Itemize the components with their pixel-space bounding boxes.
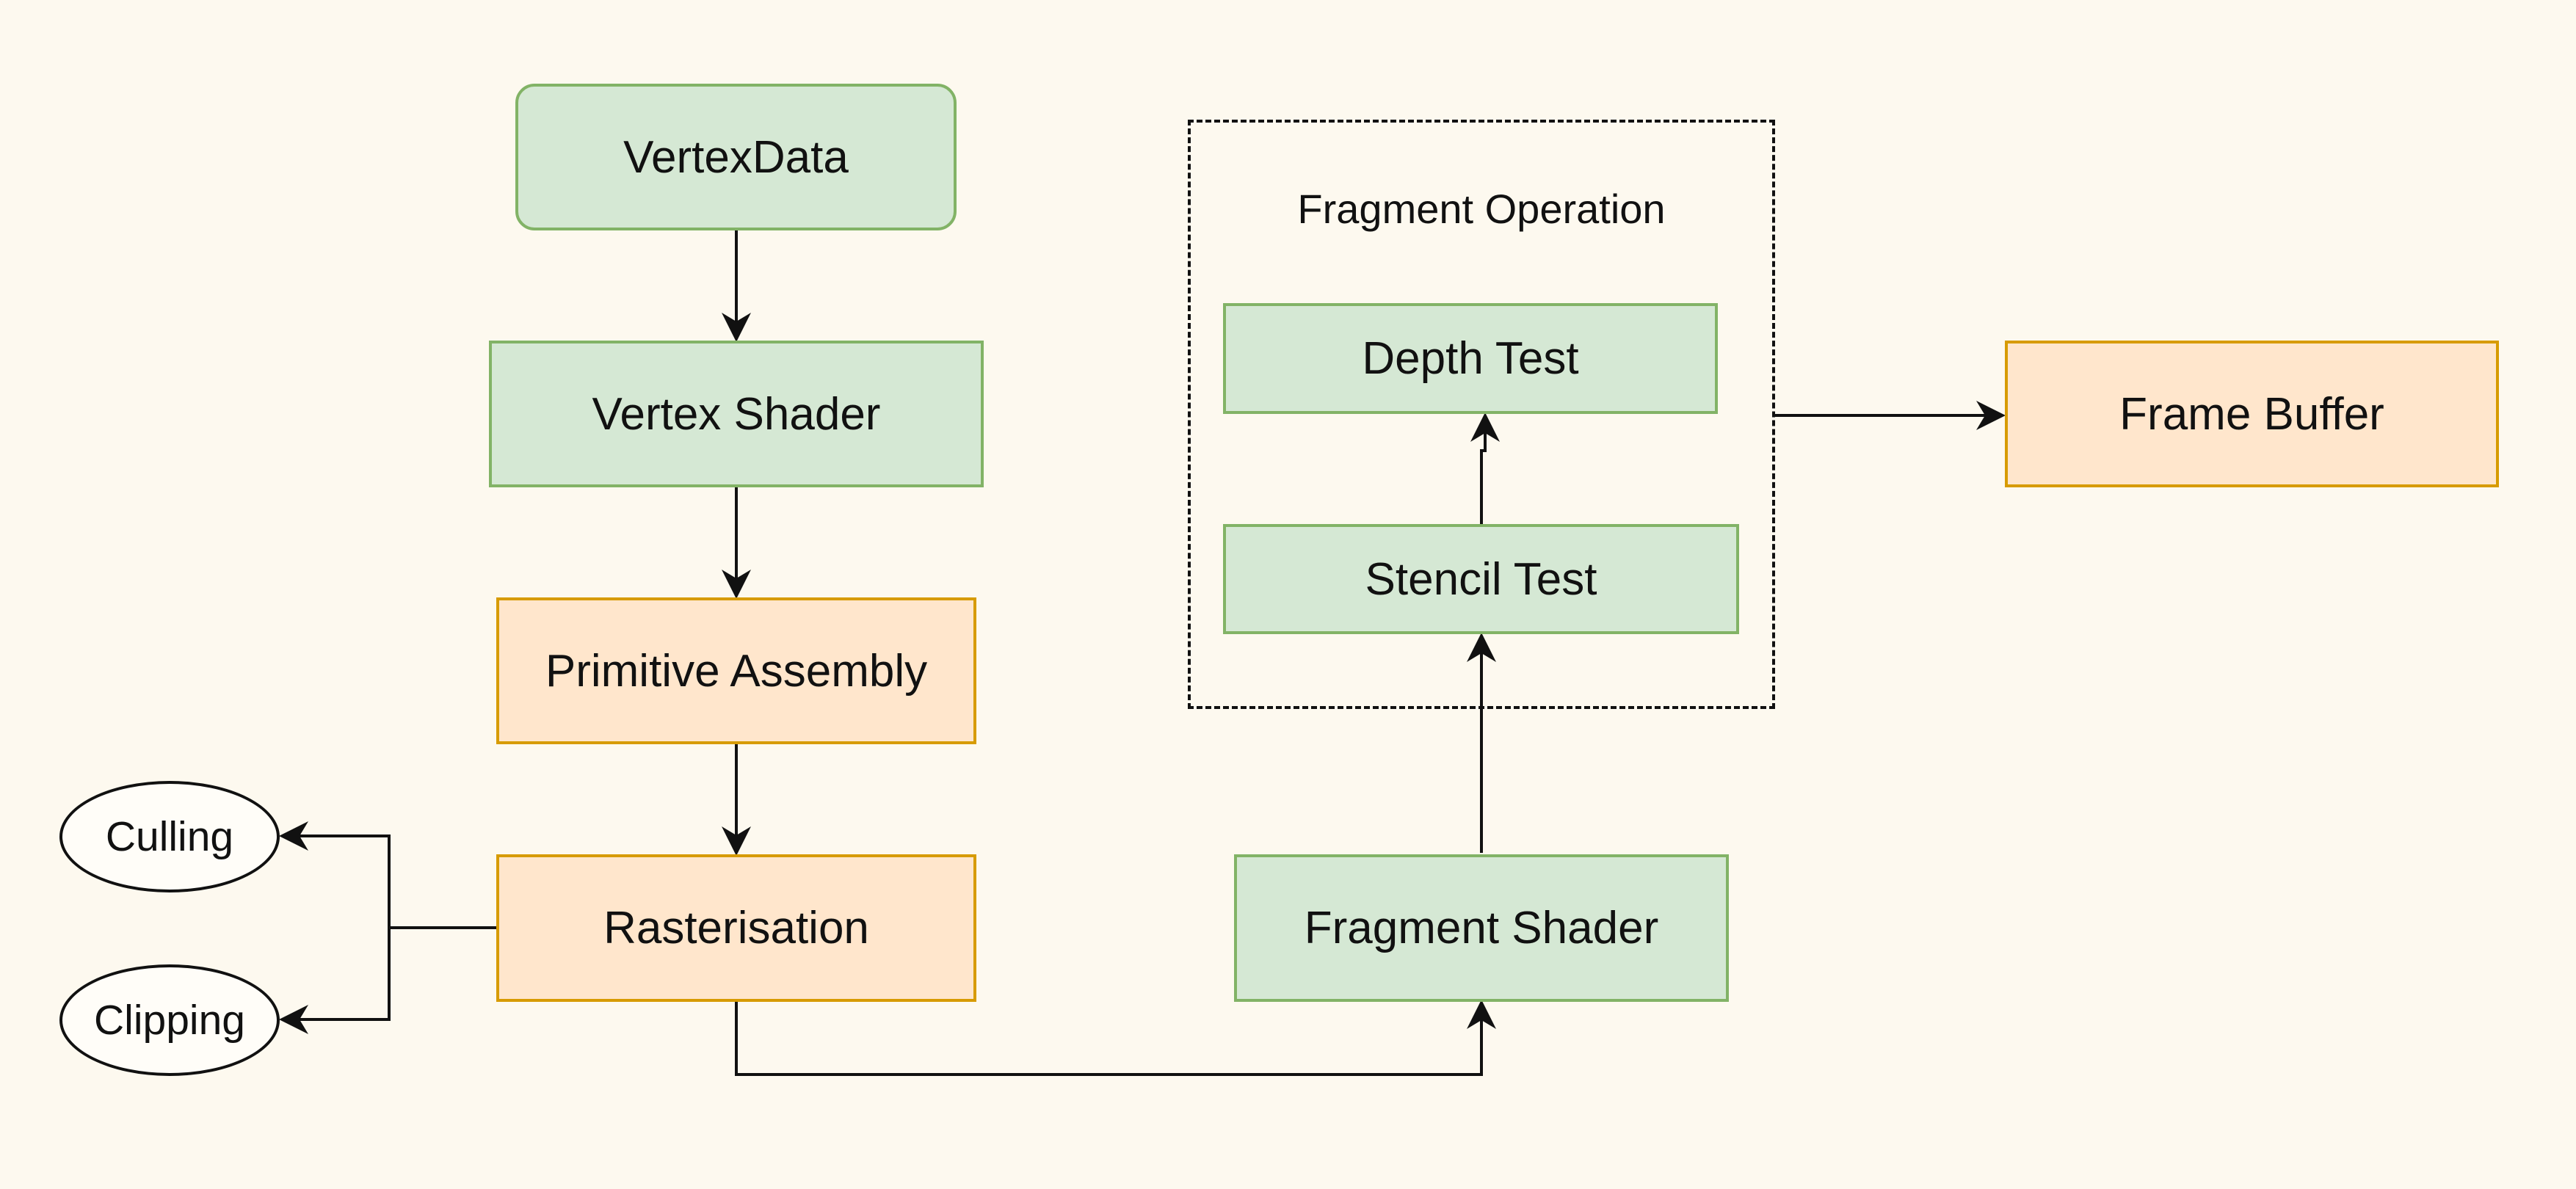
fragment-operation-group xyxy=(1188,120,1775,709)
vertexdata-node: VertexData xyxy=(515,84,957,230)
vertex-shader-node: Vertex Shader xyxy=(489,341,984,487)
culling-node: Culling xyxy=(59,781,280,892)
fragment-shader-node: Fragment Shader xyxy=(1234,854,1729,1002)
fragment-operation-label: Fragment Operation xyxy=(1297,186,1666,232)
edge-stenciltest-to-depthtest xyxy=(1470,412,1500,524)
rasterisation-node: Rasterisation xyxy=(496,854,976,1002)
primitive-assembly-node: Primitive Assembly xyxy=(496,597,976,744)
edge-rasterisation-to-clipping xyxy=(279,928,391,1034)
edge-rasterisation-to-fragmentshader xyxy=(735,1000,1496,1076)
stencil-test-node: Stencil Test xyxy=(1223,524,1739,634)
clipping-node: Clipping xyxy=(59,964,280,1076)
frame-buffer-node: Frame Buffer xyxy=(2005,341,2499,487)
edge-rasterisation-to-culling xyxy=(279,821,391,928)
depth-test-node: Depth Test xyxy=(1223,303,1718,414)
